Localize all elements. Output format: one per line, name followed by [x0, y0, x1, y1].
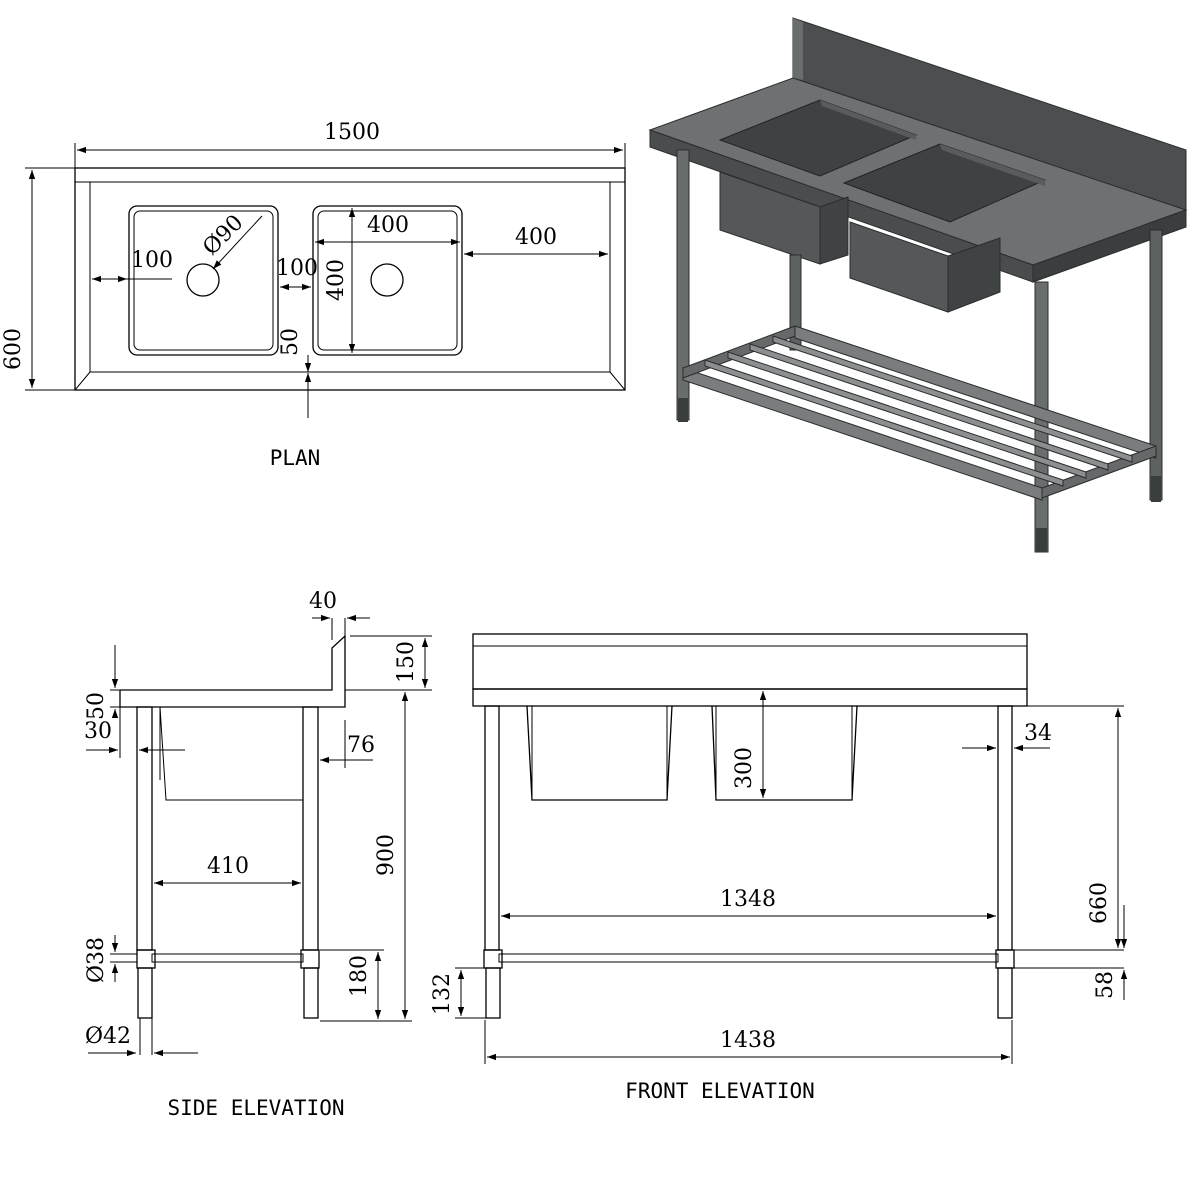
front-left-foot — [485, 967, 501, 1019]
side-splash-thickness-label: 40 — [309, 589, 337, 614]
front-foot-height-label: 132 — [430, 973, 455, 1015]
side-top-thickness-label: 50 — [84, 692, 109, 720]
side-rear-offset-label: 76 — [347, 733, 375, 758]
plan-bowl-gap-label: 100 — [276, 256, 318, 281]
plan-length-label: 1500 — [324, 120, 380, 145]
front-rail-offset-label: 58 — [1093, 971, 1118, 999]
plan-drainboard-label: 400 — [515, 225, 557, 250]
plan-drainboard-rim — [89, 182, 611, 373]
side-rail-tube-label: Ø38 — [84, 937, 109, 983]
front-elevation: 300 34 660 58 1348 132 1438 FRONT ELEVAT… — [430, 633, 1128, 1103]
front-bowl-depth-label: 300 — [732, 747, 757, 789]
side-leg-tube-label: Ø42 — [85, 1024, 131, 1049]
front-right-foot — [997, 967, 1013, 1019]
front-worktop — [472, 688, 1028, 707]
front-elevation-title: FRONT ELEVATION — [625, 1079, 815, 1103]
plan-title: PLAN — [270, 446, 321, 470]
side-rear-bracket — [300, 949, 320, 969]
side-splash-height-label: 150 — [394, 641, 419, 683]
plan-depth-label: 600 — [1, 328, 26, 370]
side-rear-foot — [303, 967, 319, 1019]
plan-bowl-width-label: 400 — [367, 213, 409, 238]
plan-view: 1500 600 100 100 400 400 400 50 Ø90 PLAN — [1, 120, 626, 470]
front-inner-span-label: 1348 — [720, 887, 776, 912]
side-front-foot — [137, 967, 153, 1019]
render-rear-right-leg — [1149, 229, 1163, 501]
side-top-profile — [119, 634, 346, 708]
front-leg-offset-label: 34 — [1024, 721, 1052, 746]
plan-outline — [74, 167, 626, 391]
side-leg-offset-label: 30 — [84, 719, 112, 744]
plan-bowl-depth-label: 400 — [324, 259, 349, 301]
front-left-bowl — [526, 705, 673, 801]
plan-left-bowl — [128, 205, 279, 356]
plan-right-waste — [370, 263, 404, 297]
front-rail — [498, 953, 999, 963]
plan-left-margin-label: 100 — [131, 248, 173, 273]
plan-waste-diameter-label: Ø90 — [198, 210, 248, 260]
side-elevation-title: SIDE ELEVATION — [167, 1096, 344, 1120]
side-rail-height-label: 180 — [347, 955, 372, 997]
plan-right-bowl — [312, 205, 463, 356]
front-right-leg — [997, 705, 1013, 951]
front-splashback — [472, 633, 1028, 690]
front-left-leg — [484, 705, 500, 951]
plan-front-margin-label: 50 — [278, 328, 303, 356]
front-right-bowl — [711, 705, 858, 801]
render-undershelf — [682, 325, 1157, 501]
front-leg-height-label: 660 — [1087, 882, 1112, 924]
side-elevation: 40 150 50 30 76 410 900 180 — [84, 589, 432, 1120]
plan-left-waste — [186, 263, 220, 297]
side-front-leg — [136, 706, 153, 951]
isometric-render — [648, 17, 1188, 553]
side-leg-span-label: 410 — [207, 854, 249, 879]
front-outer-span-label: 1438 — [720, 1028, 776, 1053]
side-height-label: 900 — [374, 834, 399, 876]
side-rear-leg — [302, 706, 319, 951]
